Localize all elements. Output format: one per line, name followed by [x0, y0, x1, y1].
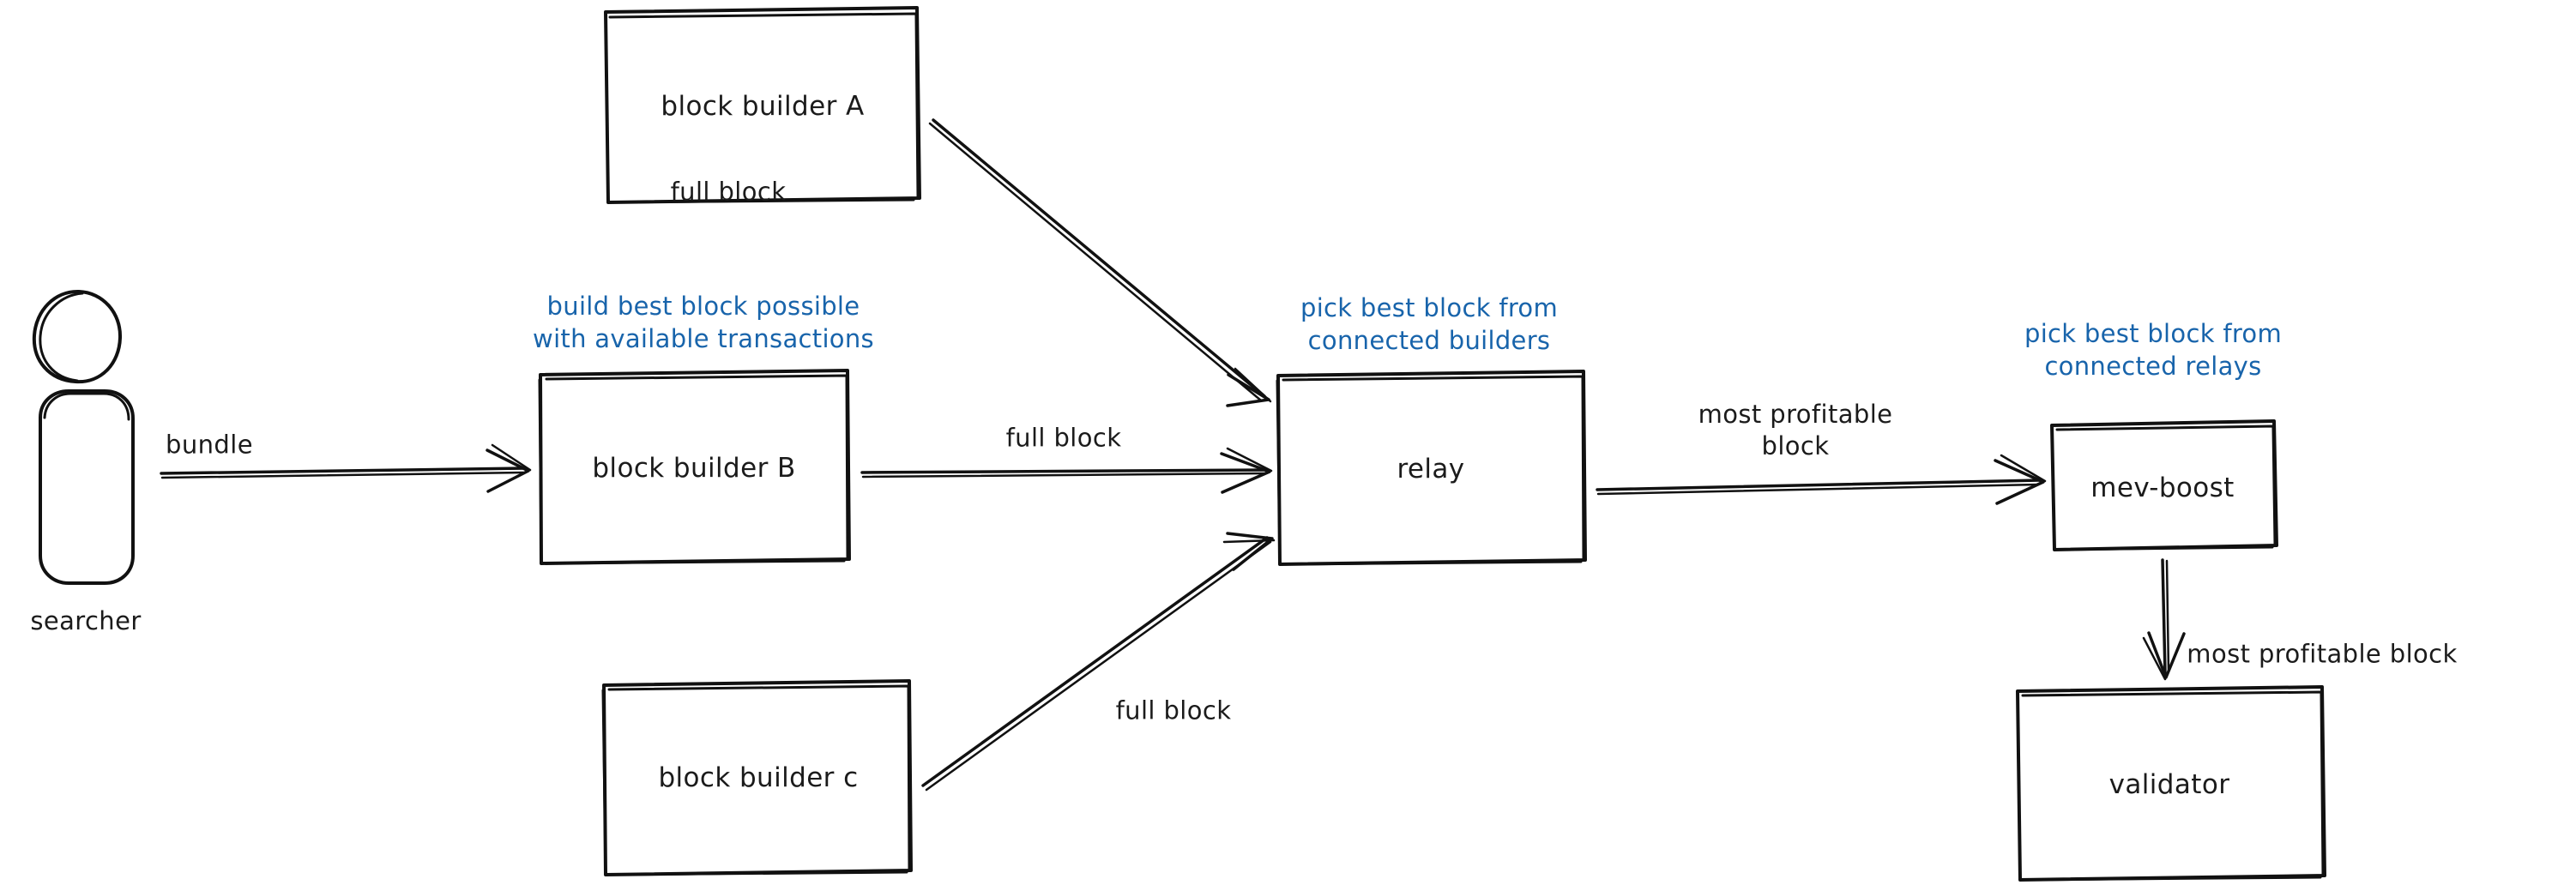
edge-label-line-1: most profitable [1698, 399, 1893, 429]
node-box-builder-a[interactable] [604, 6, 921, 204]
searcher-figure[interactable] [32, 289, 135, 585]
edge-builder-c-to-relay [921, 532, 1276, 792]
note-mev-boost: pick best block from connected relays [2024, 317, 2282, 383]
edge-label-full-block-b: full block [1005, 423, 1122, 453]
node-box-relay[interactable] [1276, 370, 1587, 566]
note-builder-b-line-1: build best block possible [546, 292, 860, 321]
edge-relay-to-mev-boost [1596, 454, 2047, 505]
edge-label-most-profitable-block-validator: most profitable block [2187, 639, 2458, 669]
edge-searcher-to-builder-b [160, 443, 532, 493]
edge-mev-boost-to-validator [2142, 558, 2186, 681]
actor-label-searcher: searcher [30, 606, 142, 635]
node-label-builder-c: block builder c [658, 762, 859, 793]
note-mev-boost-line-2: connected relays [2044, 352, 2262, 382]
note-relay-line-2: connected builders [1307, 326, 1551, 356]
note-mev-boost-line-1: pick best block from [2024, 319, 2283, 348]
edge-builder-a-to-relay [928, 118, 1272, 407]
edge-label-most-profitable-block-relay: most profitable block [1698, 399, 1893, 462]
note-relay: pick best block from connected builders [1300, 292, 1558, 358]
note-builder-b: build best block possible with available… [533, 290, 874, 356]
node-label-mev-boost: mev-boost [2090, 473, 2235, 503]
note-relay-line-1: pick best block from [1300, 293, 1559, 322]
node-label-relay: relay [1397, 454, 1465, 485]
edge-label-full-block-a: full block [670, 177, 787, 207]
edge-builder-b-to-relay [860, 447, 1273, 494]
edge-label-full-block-c: full block [1115, 695, 1232, 725]
node-box-builder-b[interactable] [538, 369, 851, 565]
edge-label-line-2: block [1761, 431, 1830, 461]
edge-label-bundle: bundle [166, 430, 253, 460]
note-builder-b-line-2: with available transactions [533, 324, 874, 354]
node-label-builder-a: block builder A [661, 91, 865, 122]
node-label-builder-b: block builder B [592, 453, 796, 484]
node-box-validator[interactable] [2016, 685, 2326, 882]
node-box-builder-c[interactable] [601, 679, 913, 876]
node-box-mev-boost[interactable] [2050, 419, 2278, 551]
node-label-validator: validator [2108, 769, 2230, 800]
